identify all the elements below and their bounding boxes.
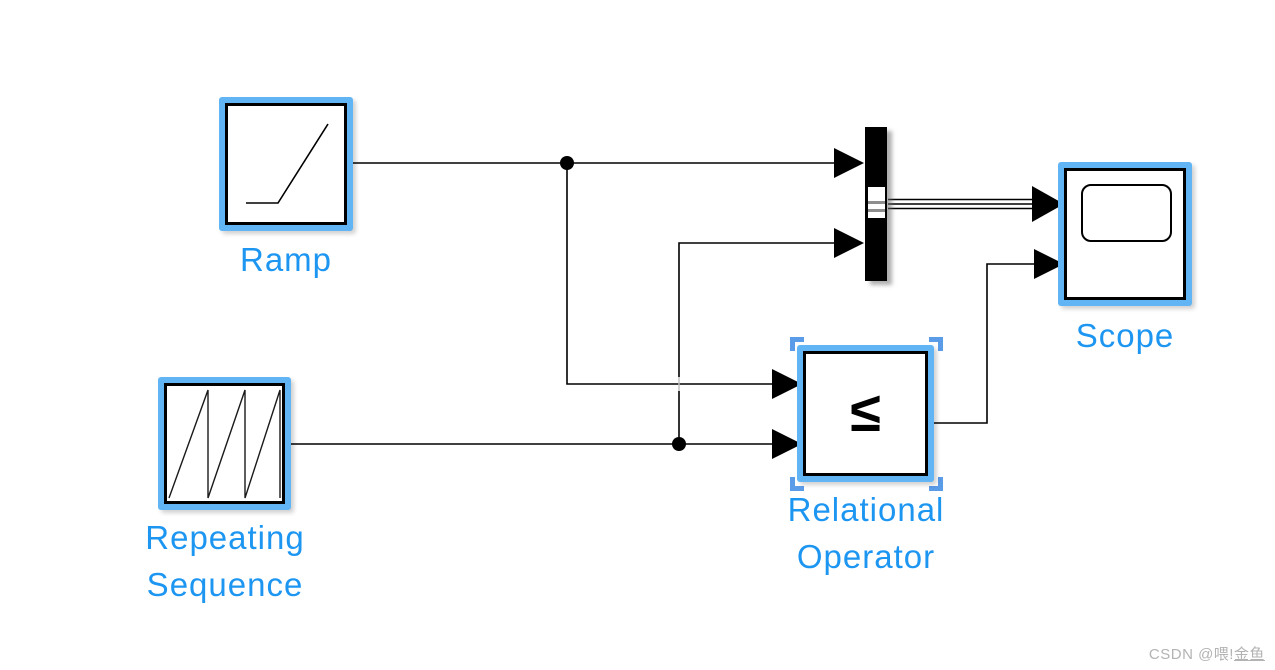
arrowhead-mux-input-1 [834, 148, 864, 178]
repeating-sequence-label-line1: Repeating [145, 519, 305, 556]
branch-dot-ramp [560, 156, 574, 170]
repeating-sequence-block[interactable] [158, 377, 291, 510]
watermark-prefix: CSDN @喂! [1148, 646, 1234, 663]
scope-screen-icon [1081, 184, 1172, 242]
wire-ramp-branch-to-relop[interactable] [566, 163, 772, 385]
relational-operator-block-body: ≤ [803, 351, 928, 476]
relational-operator-label-line2: Operator [796, 538, 936, 575]
watermark: CSDN @喂!金鱼 [1149, 643, 1265, 664]
ramp-label[interactable]: Ramp [239, 241, 333, 278]
mux-output-port [868, 187, 885, 218]
wire-relop-to-scope[interactable] [927, 263, 1034, 424]
scope-label[interactable]: Scope [1075, 317, 1175, 354]
watermark-author-link[interactable]: 金鱼 [1233, 646, 1265, 663]
ramp-icon [246, 123, 329, 204]
relational-operator-label[interactable]: Relational Operator [788, 486, 945, 580]
relational-operator-symbol: ≤ [850, 380, 881, 443]
arrowhead-mux-input-2 [834, 228, 864, 258]
ramp-block[interactable] [219, 97, 353, 231]
mux-port-line-1 [868, 201, 885, 204]
relational-operator-label-line1: Relational [787, 491, 945, 528]
scope-block[interactable] [1058, 162, 1192, 306]
repeating-sequence-label-line2: Sequence [146, 566, 304, 603]
repeating-sequence-block-body [164, 383, 285, 504]
sawtooth-icon [168, 389, 281, 499]
wire-mux-bus-to-scope[interactable] [888, 198, 1036, 210]
mux-port-line-2 [868, 209, 885, 212]
branch-dot-repseq [672, 437, 686, 451]
scope-block-body [1064, 168, 1186, 300]
relational-operator-block[interactable]: ≤ [797, 345, 934, 482]
mux-block[interactable] [865, 127, 887, 281]
ramp-block-body [225, 103, 347, 225]
repeating-sequence-label[interactable]: Repeating Sequence [145, 514, 304, 608]
